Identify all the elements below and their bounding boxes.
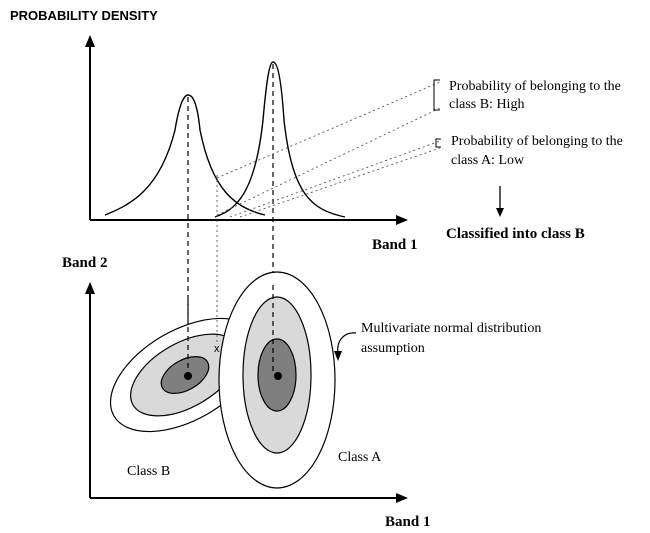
probability-density-title: PROBABILITY DENSITY — [10, 8, 158, 23]
bottom-y-axis-arrow — [85, 282, 95, 294]
assumption-pointer-head — [334, 351, 342, 361]
prob-b-line1: Probability of belonging to the — [449, 79, 621, 94]
class-a-label: Class A — [338, 450, 382, 465]
class-a-mean-point — [274, 372, 282, 380]
band2-axis-label: Band 2 — [62, 255, 107, 271]
class-b-bracket — [433, 79, 440, 111]
class-a-density-curve — [214, 61, 346, 218]
prob-a-line1: Probability of belonging to the — [451, 134, 623, 149]
classification-result: Classified into class B — [446, 226, 585, 242]
bottom-x-axis-arrow — [396, 493, 408, 503]
annotation-leader-lines — [216, 81, 441, 218]
assumption-line1: Multivariate normal distribution — [361, 321, 541, 336]
prob-a-line2: class A: Low — [451, 153, 525, 168]
top-axes — [85, 35, 408, 225]
class-a-bracket — [435, 138, 441, 148]
top-x-axis-label: Band 1 — [372, 237, 417, 253]
prob-b-line2: class B: High — [449, 97, 524, 112]
assumption-line2: assumption — [361, 341, 425, 356]
top-y-axis-arrow — [85, 35, 95, 47]
class-b-label: Class B — [127, 464, 170, 479]
bottom-axes — [85, 282, 408, 503]
sample-point-marker: x — [214, 343, 220, 355]
bottom-x-axis-label: Band 1 — [385, 514, 430, 530]
top-x-axis-arrow — [396, 215, 408, 225]
result-arrow — [496, 186, 504, 217]
class-b-mean-point — [184, 372, 192, 380]
class-a-distribution — [218, 271, 336, 489]
class-b-density-curve — [104, 94, 266, 216]
